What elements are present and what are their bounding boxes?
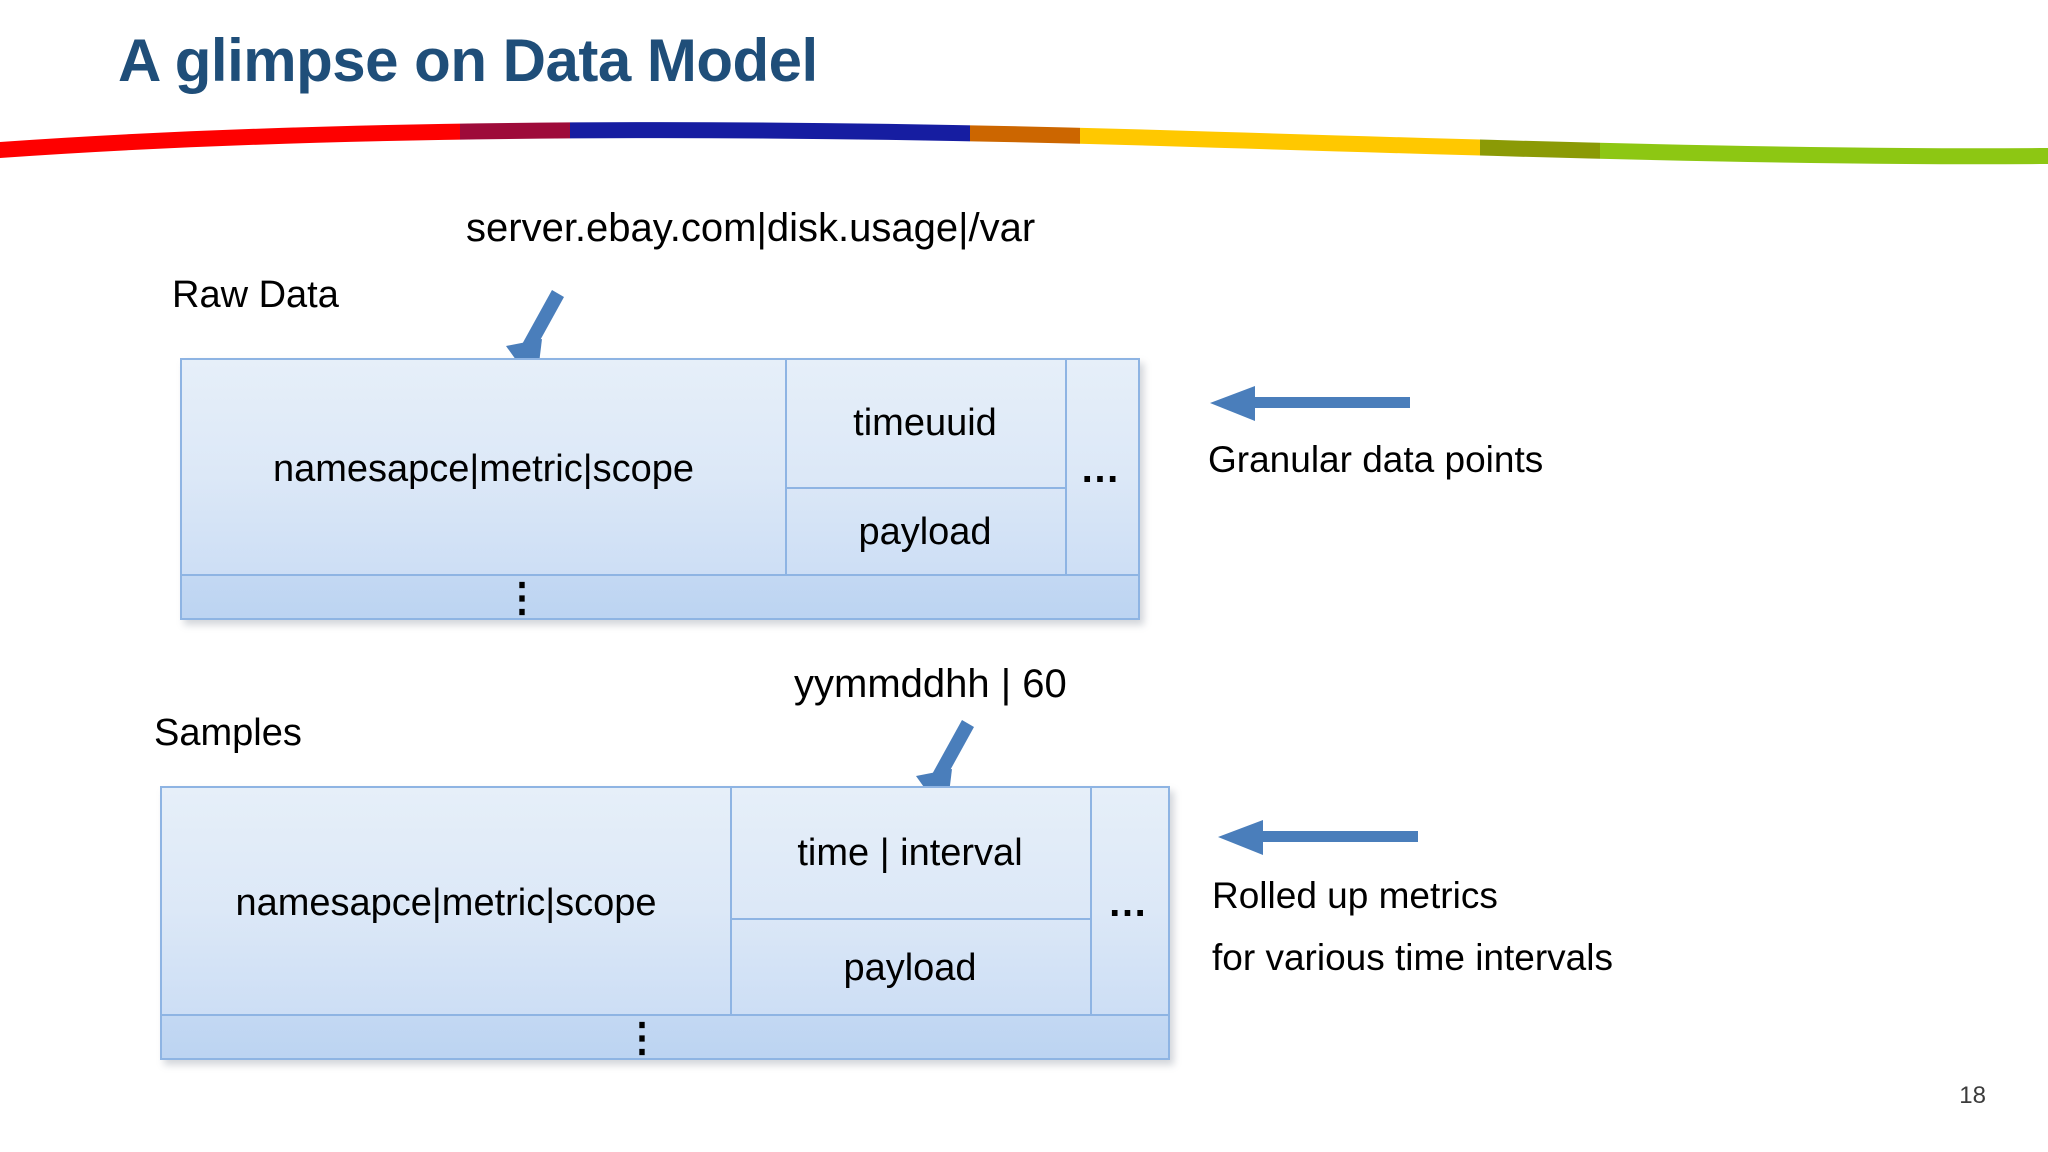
raw-data-section-label: Raw Data — [172, 274, 339, 316]
raw-data-table-body: namesapce|metric|scope timeuuid payload … — [182, 360, 1138, 578]
granular-data-note: Granular data points — [1208, 439, 1544, 480]
samples-table: namesapce|metric|scope time | interval p… — [160, 786, 1170, 1060]
page-title: A glimpse on Data Model — [118, 27, 818, 94]
raw-data-divider-2 — [1065, 360, 1067, 578]
samples-divider-1 — [730, 788, 732, 1018]
rolled-up-metrics-arrow — [1218, 820, 1418, 855]
raw-data-cell-key: namesapce|metric|scope — [272, 447, 695, 490]
ribbon-segment-green — [1600, 122, 2048, 165]
raw-data-cell-column: timeuuid — [853, 402, 997, 444]
raw-data-divider-1 — [785, 360, 787, 578]
ribbon-segment-red — [0, 122, 460, 165]
raw-data-rows-ellipsis: ⋮ — [502, 576, 542, 620]
ribbon-segment-dark-red — [460, 122, 570, 165]
granular-data-arrow — [1210, 386, 1410, 421]
raw-data-cell-more: … — [1080, 447, 1123, 491]
samples-section-label: Samples — [154, 712, 302, 754]
raw-data-table: namesapce|metric|scope timeuuid payload … — [180, 358, 1140, 620]
samples-rows-ellipsis: ⋮ — [622, 1016, 662, 1060]
samples-cell-value: payload — [843, 946, 977, 989]
ribbon-segment-blue — [570, 122, 970, 165]
samples-table-body: namesapce|metric|scope time | interval p… — [162, 788, 1168, 1018]
decorative-ribbon-divider — [0, 122, 2048, 165]
ribbon-segment-orange — [970, 122, 1080, 165]
ribbon-segment-olive — [1480, 122, 1600, 165]
samples-divider-2 — [1090, 788, 1092, 1018]
ribbon-segment-yellow — [1080, 122, 1480, 165]
samples-more-rows: ⋮ — [162, 1014, 1168, 1058]
samples-cell-column: time | interval — [797, 831, 1023, 874]
samples-divider-3 — [730, 918, 1090, 920]
samples-cell-more: … — [1107, 881, 1151, 925]
raw-data-more-rows: ⋮ — [182, 574, 1138, 618]
raw-data-callout: server.ebay.com|disk.usage|/var — [466, 206, 1036, 250]
raw-data-divider-3 — [785, 487, 1065, 489]
samples-cell-key: namesapce|metric|scope — [235, 881, 657, 924]
rolled-up-metrics-note-line1: Rolled up metrics — [1212, 875, 1498, 916]
raw-data-cell-value: payload — [858, 511, 992, 553]
page-number: 18 — [1959, 1082, 1986, 1109]
samples-callout: yymmddhh | 60 — [794, 662, 1067, 706]
rolled-up-metrics-note-line2: for various time intervals — [1212, 937, 1613, 978]
